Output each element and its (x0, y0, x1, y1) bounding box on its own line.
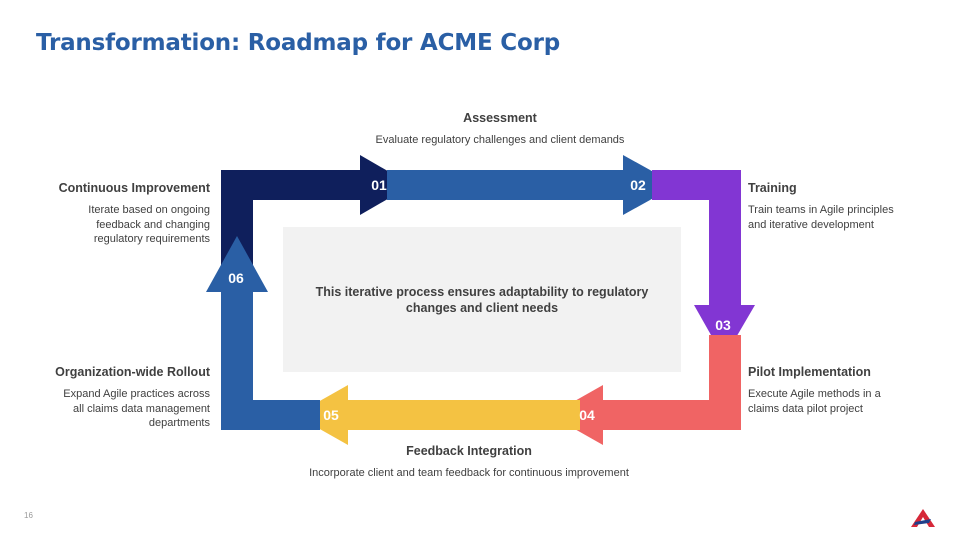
center-message: This iterative process ensures adaptabil… (283, 227, 681, 372)
step-04-arrow (550, 335, 741, 445)
acme-logo-icon (911, 509, 935, 527)
step-03-description: Execute Agile methods in a claims data p… (748, 388, 881, 415)
step-05-title: Organization-wide Rollout (55, 365, 210, 379)
step-06-arrow (206, 236, 320, 430)
page-title: Transformation: Roadmap for ACME Corp (36, 30, 560, 56)
step-01-description: Evaluate regulatory challenges and clien… (375, 134, 625, 146)
step-01-title: Assessment (463, 111, 537, 125)
step-02-description: Train teams in Agile principles and iter… (748, 204, 894, 231)
step-06-number: 06 (228, 270, 244, 286)
step-03-arrow (652, 170, 755, 358)
step-02-number: 02 (630, 177, 646, 193)
step-01-number: 01 (371, 177, 387, 193)
step-02-title: Training (748, 181, 797, 195)
step-05-description: Expand Agile practices across all claims… (63, 388, 210, 429)
step-04-title: Feedback Integration (406, 444, 532, 458)
step-04-number: 04 (579, 407, 595, 423)
step-06-description: Iterate based on ongoing feedback and ch… (88, 204, 210, 245)
step-01-arrow (221, 155, 412, 265)
step-05-number: 05 (323, 407, 339, 423)
step-04-description: Incorporate client and team feedback for… (309, 467, 629, 479)
step-05-arrow (295, 385, 580, 445)
step-03-number: 03 (715, 317, 731, 333)
step-06-title: Continuous Improvement (58, 181, 210, 195)
step-02-arrow (387, 155, 677, 215)
step-03-title: Pilot Implementation (748, 365, 871, 379)
page-number: 16 (24, 511, 33, 520)
